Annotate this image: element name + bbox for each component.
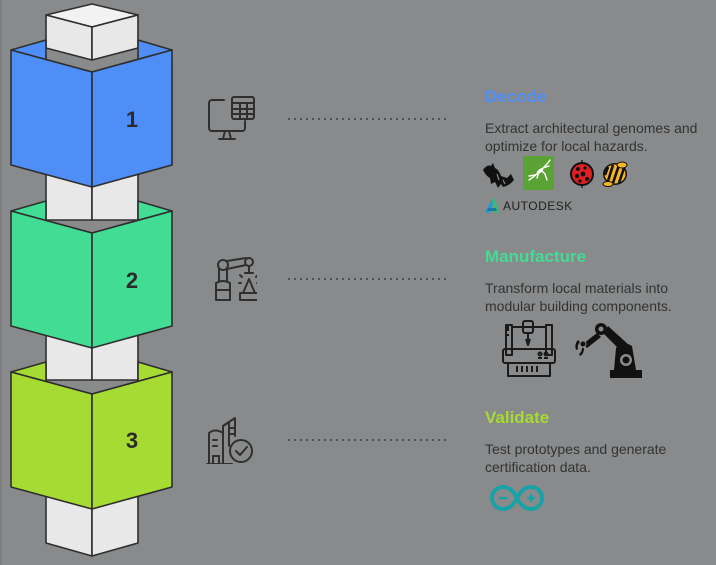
stage-description-3-line-2: certification data. <box>485 459 591 475</box>
honeybee-logo-icon <box>602 161 628 187</box>
stage-number-3: 3 <box>126 428 138 453</box>
connector-dotted-line-2 <box>286 278 448 280</box>
stage-description-2: Transform local materials into modular b… <box>485 279 716 315</box>
stage-description-3-line-1: Test prototypes and generate <box>485 441 667 457</box>
stage-1-text: Decode Extract architectural genomes and… <box>485 87 716 155</box>
industrial-robot-arm-icon <box>575 323 642 378</box>
cube-stage-1: 1 <box>10 39 173 188</box>
stage-description-1-line-1: Extract architectural genomes and <box>485 120 698 136</box>
arduino-logo-icon <box>490 484 544 512</box>
cube-stage-3: 3 <box>10 361 173 510</box>
computer-spreadsheet-icon <box>208 96 255 140</box>
building-check-icon <box>206 417 253 464</box>
connector-dotted-line-3 <box>286 439 448 441</box>
stage-3-text: Validate Test prototypes and generate ce… <box>485 408 716 476</box>
stage-title-2: Manufacture <box>485 247 587 266</box>
stage-title-1: Decode <box>485 87 547 106</box>
ladybug-logo-icon <box>570 160 594 188</box>
stage-description-1: Extract architectural genomes and optimi… <box>485 119 716 155</box>
left-edge-strip <box>0 0 2 565</box>
stacked-cube-column: 1 2 3 <box>10 3 173 557</box>
autodesk-wordmark: AUTODESK <box>503 199 573 213</box>
stage-description-2-line-2: modular building components. <box>485 298 672 314</box>
connector-dotted-line-1 <box>286 118 448 120</box>
stage-description-1-line-2: optimize for local hazards. <box>485 138 648 154</box>
robot-arm-icon <box>215 257 257 301</box>
cube-stage-2: 2 <box>10 200 173 349</box>
rhino-logo-icon <box>483 163 514 188</box>
grasshopper-logo-icon <box>523 156 554 190</box>
autodesk-mark-icon <box>485 199 499 213</box>
stage-title-3: Validate <box>485 408 550 427</box>
stage-2-text: Manufacture Transform local materials in… <box>485 247 716 315</box>
cnc-machine-icon <box>502 320 556 377</box>
autodesk-logo: AUTODESK <box>485 199 573 213</box>
stage-number-1: 1 <box>126 107 138 132</box>
stage-description-3: Test prototypes and generate certificati… <box>485 440 716 476</box>
core-prism-top <box>45 3 139 61</box>
stage-number-2: 2 <box>126 268 138 293</box>
stage-description-2-line-1: Transform local materials into <box>485 280 669 296</box>
